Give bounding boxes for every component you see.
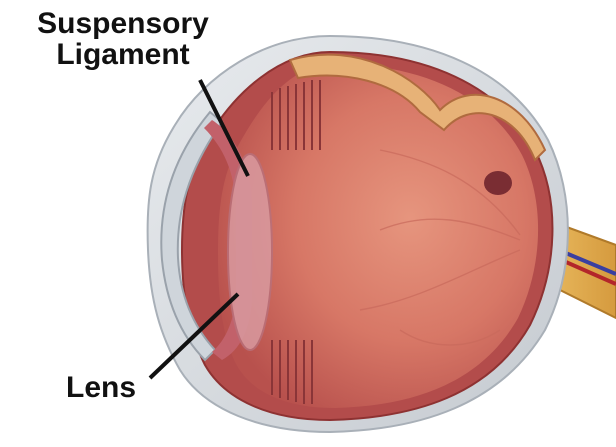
suspensory-label-line2: Ligament [18, 39, 228, 70]
suspensory-ligament-label: Suspensory Ligament [18, 8, 228, 70]
lens-label: Lens [66, 372, 136, 403]
lens [228, 154, 272, 350]
macula [484, 171, 512, 195]
suspensory-label-line1: Suspensory [18, 8, 228, 39]
